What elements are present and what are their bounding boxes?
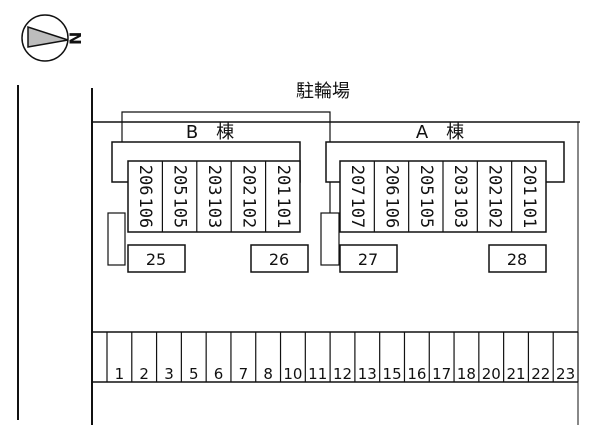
parking-slot-label: 15 [383,365,402,383]
parking-slot-label: 8 [263,365,273,383]
building-b-side-wall [107,212,126,266]
unit-number: 202 [485,165,505,196]
parking-space-27 [339,244,398,273]
parking-slot-label: 20 [482,365,501,383]
unit-number: 201 [273,165,293,196]
parking-slot-label: 22 [531,365,550,383]
parking-slot-label: 18 [457,365,476,383]
parking-space-label: 28 [507,250,527,269]
parking-slot-label: 2 [139,365,149,383]
unit-number: 202 [238,165,258,196]
parking-space-26 [250,244,309,273]
unit-number: 203 [450,165,470,196]
building-a-side-wall [320,212,340,266]
building-a-label: A 棟 [416,122,464,143]
unit-number: 102 [238,197,258,228]
north-arrow-icon [27,25,69,48]
parking-space-label: 26 [269,250,289,269]
parking-slot-label: 21 [506,365,525,383]
parking-slot-label: 11 [308,365,327,383]
parking-slot-label: 7 [239,365,249,383]
parking-slot-label: 23 [556,365,575,383]
parking-space-label: 25 [146,250,166,269]
unit-number: 106 [382,197,402,228]
parking-slot-label: 1 [115,365,125,383]
building-b-label: B 棟 [186,122,234,143]
parking-slot-label: 12 [333,365,352,383]
unit-number: 206 [135,165,155,196]
unit-number: 102 [485,197,505,228]
unit-number: 103 [450,197,470,228]
unit-number: 101 [519,197,539,228]
unit-number: 201 [519,165,539,196]
unit-number: 205 [416,165,436,196]
parking-slot-label: 5 [189,365,199,383]
parking-space-label: 27 [358,250,378,269]
building-b-units [127,160,301,233]
parking-slot-label: 3 [164,365,174,383]
unit-number: 106 [135,197,155,228]
parking-space-25 [127,244,186,273]
bike-parking-label: 駐輪場 [296,81,350,102]
unit-number: 105 [170,197,190,228]
unit-number: 207 [347,165,367,196]
unit-number: 206 [382,165,402,196]
parking-slot-label: 6 [214,365,224,383]
unit-number: 101 [273,197,293,228]
unit-number: 105 [416,197,436,228]
compass-label: N [66,32,85,45]
parking-slot-label: 10 [283,365,302,383]
parking-slot-label: 16 [407,365,426,383]
parking-slot-label: 17 [432,365,451,383]
unit-number: 103 [204,197,224,228]
compass: N [21,14,85,62]
parking-slot-label: 13 [358,365,377,383]
parking-space-28 [488,244,547,273]
compass-circle [21,14,69,62]
unit-number: 107 [347,197,367,228]
unit-number: 203 [204,165,224,196]
unit-number: 205 [170,165,190,196]
